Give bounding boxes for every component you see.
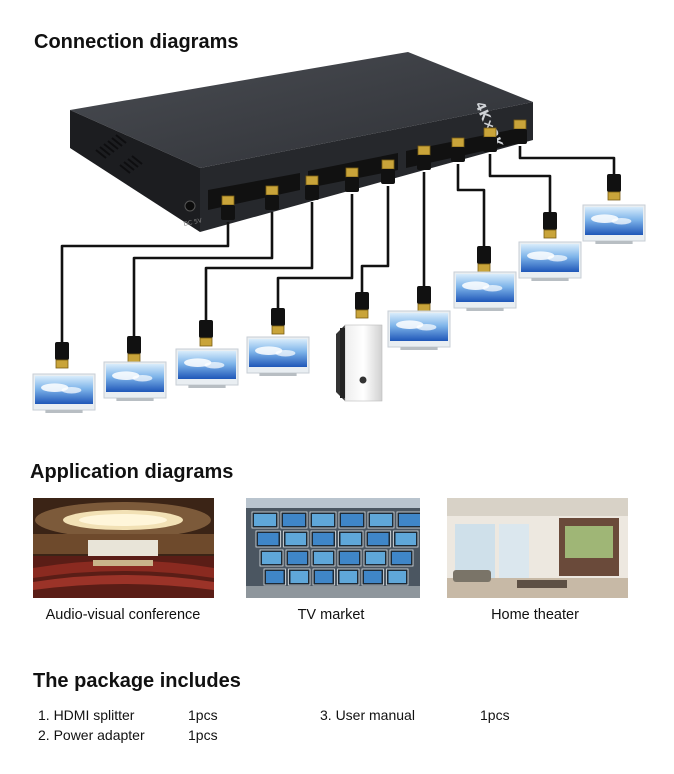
connection-diagram: DC 5V 4K×2K bbox=[32, 52, 646, 413]
hdmi-cable bbox=[518, 146, 616, 176]
hdmi-connectors bbox=[55, 119, 621, 369]
tv-display-picture bbox=[285, 533, 306, 545]
hdmi-input-plug bbox=[305, 175, 319, 200]
hdmi-input-plug bbox=[483, 127, 497, 152]
hdmi-input-plug bbox=[417, 145, 431, 170]
package-qty-hdmi-splitter: 1pcs bbox=[188, 707, 218, 723]
hdmi-cable bbox=[132, 212, 274, 336]
tv-display-picture bbox=[254, 514, 276, 526]
hdmi-cable bbox=[488, 154, 552, 214]
tv-display-picture bbox=[340, 533, 361, 545]
caption-tv-market: TV market bbox=[297, 607, 365, 623]
display-screen bbox=[387, 310, 451, 350]
package-item-user-manual: 3. User manual bbox=[320, 707, 415, 723]
package-item-power-adapter: 2. Power adapter bbox=[38, 727, 145, 743]
tv-display-picture bbox=[314, 552, 333, 564]
hdmi-input-plug bbox=[345, 167, 359, 192]
tv-display-picture bbox=[368, 533, 389, 545]
hdmi-input-plug bbox=[381, 159, 395, 184]
tv-display-picture bbox=[313, 533, 334, 545]
display-screens bbox=[32, 204, 646, 413]
tv-display-picture bbox=[341, 514, 363, 526]
hdmi-output-plug bbox=[543, 212, 557, 239]
hdmi-cable bbox=[276, 194, 354, 308]
tv-display-picture bbox=[288, 552, 307, 564]
tv-display-picture bbox=[266, 571, 284, 583]
hdmi-cable bbox=[204, 202, 314, 320]
display-screen bbox=[246, 336, 310, 376]
tv-display-picture bbox=[366, 552, 385, 564]
tv-display-picture bbox=[258, 533, 279, 545]
tv-display-picture bbox=[399, 514, 420, 526]
hdmi-output-plug bbox=[271, 308, 285, 335]
hdmi-output-plug bbox=[127, 336, 141, 363]
power-button-icon bbox=[359, 376, 367, 384]
caption-audio-visual-conference: Audio-visual conference bbox=[45, 607, 201, 623]
hdmi-output-plug bbox=[417, 286, 431, 313]
connection-diagrams-heading: Connection diagrams bbox=[34, 31, 239, 53]
tv-market-photo bbox=[246, 498, 420, 598]
package-includes-heading: The package includes bbox=[33, 670, 241, 692]
tv-display-picture bbox=[340, 552, 359, 564]
hdmi-input-plug bbox=[513, 119, 527, 144]
hdmi-cable bbox=[456, 164, 486, 248]
hdmi-cable bbox=[60, 222, 230, 342]
display-screen bbox=[32, 373, 96, 413]
hdmi-output-plug bbox=[55, 342, 69, 369]
hdmi-output-plug bbox=[355, 292, 369, 319]
tv-display-picture bbox=[262, 552, 281, 564]
tv-display-picture bbox=[392, 552, 411, 564]
tv-display-picture bbox=[315, 571, 333, 583]
hdmi-input-plug bbox=[265, 185, 279, 210]
hdmi-input-plug bbox=[221, 195, 235, 220]
hdmi-cable bbox=[360, 186, 390, 292]
hdmi-cables bbox=[60, 146, 616, 342]
tv-display-picture bbox=[395, 533, 416, 545]
package-qty-power-adapter: 1pcs bbox=[188, 727, 218, 743]
hdmi-output-plug bbox=[477, 246, 491, 273]
tv-display-picture bbox=[388, 571, 406, 583]
hdmi-output-plug bbox=[199, 320, 213, 347]
tv-display-picture bbox=[339, 571, 357, 583]
dc-port-label: DC 5V bbox=[183, 217, 204, 228]
audio-visual-conference-photo bbox=[33, 498, 214, 598]
display-screen bbox=[518, 241, 582, 281]
tv-display-picture bbox=[364, 571, 382, 583]
tv-display-picture bbox=[370, 514, 392, 526]
tv-display-picture bbox=[283, 514, 305, 526]
display-screen bbox=[175, 348, 239, 388]
tv-display-picture bbox=[290, 571, 308, 583]
tv-display-picture bbox=[312, 514, 334, 526]
pc-tower bbox=[336, 324, 383, 402]
display-screen bbox=[103, 361, 167, 401]
package-qty-user-manual: 1pcs bbox=[480, 707, 510, 723]
hdmi-input-plug bbox=[451, 137, 465, 162]
display-screen bbox=[582, 204, 646, 244]
home-theater-photo bbox=[447, 498, 628, 598]
package-item-hdmi-splitter: 1. HDMI splitter bbox=[38, 707, 135, 723]
caption-home-theater: Home theater bbox=[491, 607, 579, 623]
display-screen bbox=[453, 271, 517, 311]
application-diagrams-heading: Application diagrams bbox=[30, 461, 234, 483]
hdmi-output-plug bbox=[607, 174, 621, 201]
